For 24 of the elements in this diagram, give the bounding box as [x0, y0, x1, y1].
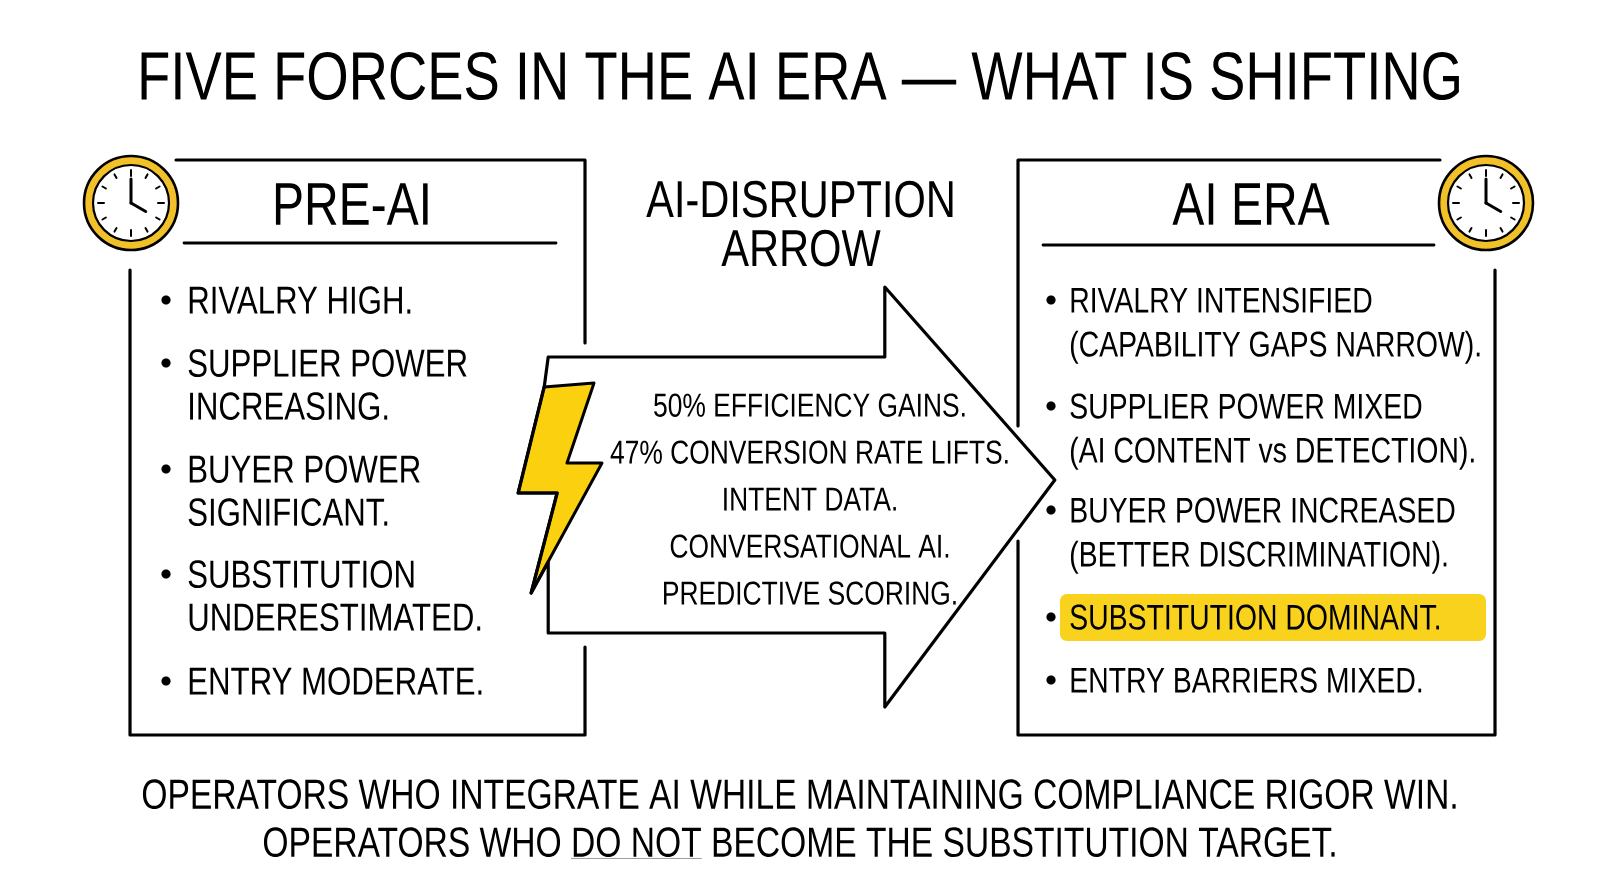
bullet-text: BUYER POWER SIGNIFICANT.: [188, 455, 420, 526]
bullet-text: SUBSTITUTION UNDERESTIMATED.: [188, 560, 481, 631]
node-label: CONVERSATIONAL AI.: [670, 534, 949, 558]
arrow-heading: AI-DISRUPTION ARROW: [646, 180, 953, 267]
title: FIVE FORCES IN THE AI ERA — WHAT IS SHIFTING: [141, 51, 1459, 101]
bullet-text: SUPPLIER POWER INCREASING.: [188, 349, 467, 420]
block-arrow: [516, 285, 1057, 709]
bullet-text: ENTRY BARRIERS MIXED.: [1071, 667, 1422, 693]
node-label: INTENT DATA.: [724, 487, 896, 511]
panel-heading: AI ERA: [1172, 183, 1330, 225]
bullet-text: RIVALRY HIGH.: [189, 286, 411, 314]
arrow-text: 50% EFFICIENCY GAINS. 47% CONVERSION RATE LIFTS. INTENT DATA. CONVERSATIONAL AI. PREDICTIVE SCORING.: [610, 393, 1008, 605]
caption: OPERATORS WHO INTEGRATE AI WHILE MAINTAINING COMPLIANCE RIGOR WIN. OPERATORS WHO DO NOT BECOME THE SUBSTITUTION TARGET.: [142, 779, 1456, 859]
panel: [1016, 158, 1497, 737]
node-label: 47% CONVERSION RATE LIFTS.: [610, 440, 1008, 464]
bullet-text: ENTRY MODERATE.: [189, 667, 482, 695]
bullet-text: RIVALRY INTENSIFIED (CAPABILITY GAPS NARROW).: [1070, 287, 1480, 364]
node-label: PREDICTIVE SCORING.: [664, 581, 956, 605]
bullet-text: SUPPLIER POWER MIXED (AI CONTENT vs DETECTION).: [1070, 393, 1474, 470]
panel-heading: PRE-AI: [275, 183, 428, 225]
bullet-text: BUYER POWER INCREASED (BETTER DISCRIMINATION).: [1070, 497, 1455, 574]
bullet-text: SUBSTITUTION DOMINANT.: [1070, 604, 1439, 630]
node-label: 50% EFFICIENCY GAINS.: [654, 393, 965, 417]
panel: [128, 158, 587, 737]
